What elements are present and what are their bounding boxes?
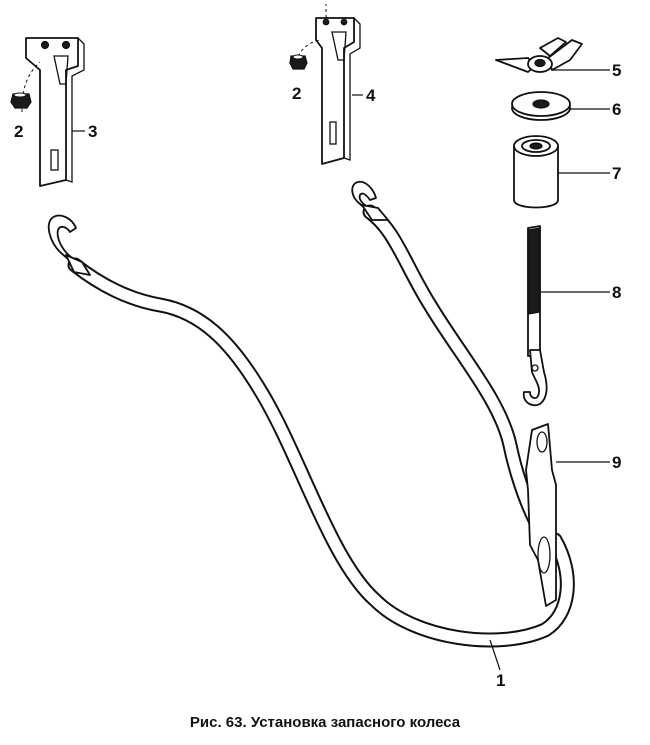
spare-wheel-holder <box>47 180 575 648</box>
callout-3: 3 <box>88 122 97 141</box>
callout-4: 4 <box>366 86 376 105</box>
callout-6: 6 <box>612 100 621 119</box>
callout-5: 5 <box>612 61 621 80</box>
bracket-middle <box>315 4 361 165</box>
leader-lines <box>72 69 610 671</box>
figure-caption: Рис. 63. Установка запасного колеса <box>189 714 461 731</box>
hook-bolt <box>522 225 548 407</box>
callout-2-middle: 2 <box>292 84 301 103</box>
nut-left <box>10 61 41 113</box>
washer <box>511 91 571 121</box>
callout-1: 1 <box>496 671 505 690</box>
bracket-left <box>25 37 85 187</box>
callout-labels: 1 2 2 3 4 5 6 7 8 9 <box>14 61 621 690</box>
callout-8: 8 <box>612 283 621 302</box>
wing-nut <box>495 37 583 73</box>
nut-middle <box>289 39 321 70</box>
callout-9: 9 <box>612 453 621 472</box>
callout-7: 7 <box>612 164 621 183</box>
bushing <box>513 135 559 209</box>
callout-2-left: 2 <box>14 122 23 141</box>
clamp-plate <box>525 423 557 607</box>
